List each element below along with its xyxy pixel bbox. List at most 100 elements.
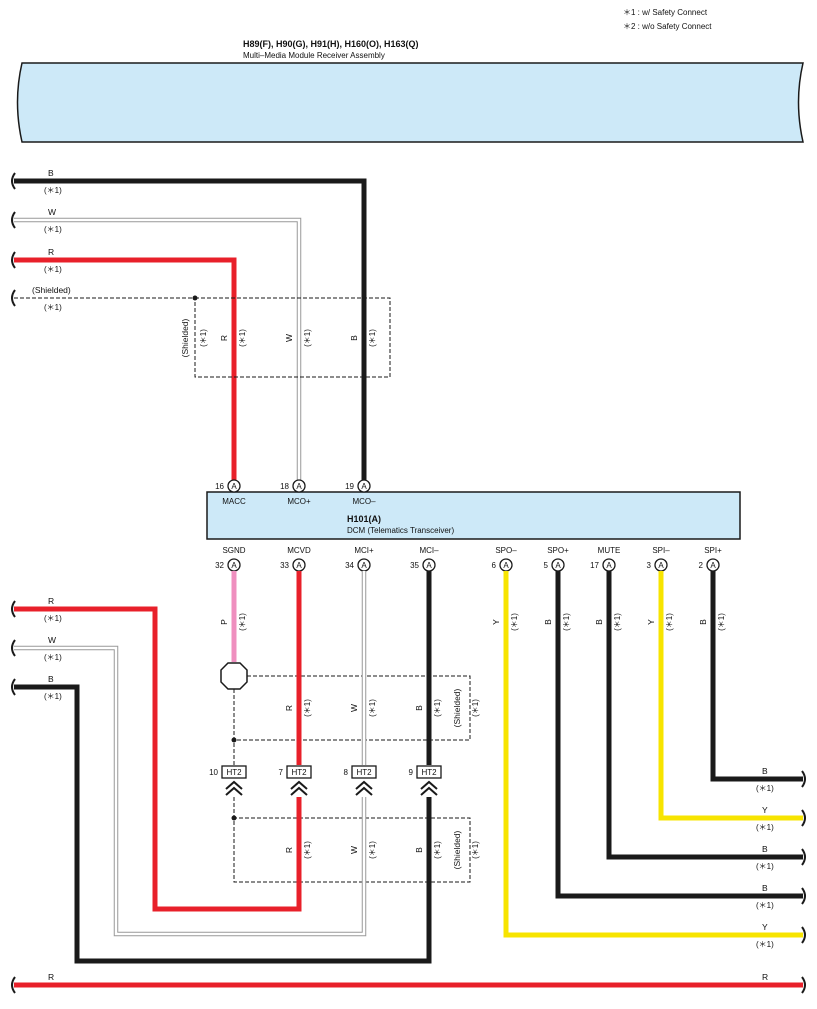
svg-text:A: A	[606, 561, 612, 570]
svg-text:19: 19	[345, 482, 354, 491]
svg-text:MCVD: MCVD	[287, 546, 311, 555]
shield-box-lower	[233, 797, 471, 883]
svg-text:35: 35	[410, 561, 419, 570]
svg-text:A: A	[361, 482, 367, 491]
shield1-label-b: B	[414, 705, 424, 711]
connector-chevron-icon	[355, 780, 373, 796]
drop-label-y1: Y	[491, 619, 501, 625]
upper-wire-note-shielded: (＊1)	[44, 303, 62, 312]
upper-wire-note-b: (＊1)	[44, 186, 62, 195]
dcm-top-pin-18: A 18 MCO+	[280, 479, 311, 506]
svg-text:SPO–: SPO–	[495, 546, 517, 555]
svg-text:MUTE: MUTE	[598, 546, 621, 555]
drop-note-b2: (＊1)	[613, 613, 622, 631]
upper-wire-note-w: (＊1)	[44, 225, 62, 234]
wire-upper-black	[14, 178, 367, 480]
svg-text:A: A	[231, 482, 237, 491]
receiver-code: H89(F), H90(G), H91(H), H160(O), H163(Q)	[243, 39, 419, 49]
svg-text:HT2: HT2	[226, 768, 242, 777]
dcm-bottom-pin-35: MCI–A35	[410, 546, 439, 572]
wire-spi-minus-yellow	[658, 571, 803, 821]
svg-text:3: 3	[647, 561, 652, 570]
vlabel-shielded-note: (＊1)	[199, 329, 208, 347]
shield-box-upper	[233, 675, 471, 765]
vlabel-b-note: (＊1)	[368, 329, 377, 347]
right-wire-note-3: (＊1)	[756, 862, 774, 871]
svg-text:A: A	[710, 561, 716, 570]
svg-text:HT2: HT2	[421, 768, 437, 777]
wire-mci-minus-black	[14, 571, 432, 964]
legend-note-1: ＊1 : w/ Safety Connect	[623, 8, 708, 17]
svg-text:9: 9	[409, 768, 414, 777]
wire-upper-shield	[14, 295, 391, 378]
ht2-connector-9: HT2 9	[409, 765, 442, 796]
lower-wire-note-b: (＊1)	[44, 692, 62, 701]
svg-text:MCO+: MCO+	[287, 497, 311, 506]
lower-wire-label-r: R	[48, 596, 54, 606]
receiver-name: Multi–Media Module Receiver Assembly	[243, 51, 385, 60]
shield2-label-w: W	[349, 846, 359, 854]
wire-upper-white	[14, 217, 302, 480]
left-break-marks-upper	[11, 172, 16, 307]
wire-upper-red	[14, 257, 237, 480]
dcm-top-pin-16: A 16 MACC	[215, 479, 246, 506]
shield1-note-shielded: (＊1)	[471, 699, 480, 717]
right-wire-note-4: (＊1)	[756, 901, 774, 910]
svg-text:17: 17	[590, 561, 599, 570]
vlabel-b: B	[349, 335, 359, 341]
svg-text:A: A	[296, 482, 302, 491]
wire-mute-black	[606, 571, 803, 860]
upper-wire-label-shielded: (Shielded)	[32, 285, 71, 295]
vlabel-shielded: (Shielded)	[180, 318, 190, 357]
drop-label-b2: B	[594, 619, 604, 625]
dcm-bottom-pin-17: MUTE A 17	[590, 546, 621, 572]
lower-wire-note-r: (＊1)	[44, 614, 62, 623]
drop-note-b1: (＊1)	[562, 613, 571, 631]
shield1-note-w: (＊1)	[368, 699, 377, 717]
svg-text:SPI–: SPI–	[652, 546, 670, 555]
ground-point-icon	[220, 662, 248, 690]
shield2-note-shielded: (＊1)	[471, 841, 480, 859]
svg-text:SPO+: SPO+	[547, 546, 569, 555]
drop-label-p: P	[219, 619, 229, 625]
shield1-note-b: (＊1)	[433, 699, 442, 717]
shield2-note-b: (＊1)	[433, 841, 442, 859]
lower-wire-label-b: B	[48, 674, 54, 684]
bottom-wire-label-right: R	[762, 972, 768, 982]
right-wire-label-1: B	[762, 766, 768, 776]
upper-wire-label-b: B	[48, 168, 54, 178]
shield2-label-r: R	[284, 847, 294, 853]
shield2-label-shielded: (Shielded)	[452, 830, 462, 869]
wire-mcvd-red	[14, 571, 302, 912]
svg-text:A: A	[296, 561, 302, 570]
connector-chevron-icon	[290, 780, 308, 796]
svg-text:A: A	[503, 561, 509, 570]
dcm-bottom-pin-2: SPI+A2	[699, 546, 722, 572]
upper-wire-note-r: (＊1)	[44, 265, 62, 274]
right-wire-label-5: Y	[762, 922, 768, 932]
receiver-assembly-box	[16, 62, 804, 143]
shield2-note-r: (＊1)	[303, 841, 312, 859]
svg-text:SGND: SGND	[222, 546, 245, 555]
svg-text:34: 34	[345, 561, 354, 570]
dcm-box	[206, 491, 741, 540]
svg-text:A: A	[231, 561, 237, 570]
right-break-marks	[801, 770, 806, 994]
vlabel-r: R	[219, 335, 229, 341]
right-wire-label-2: Y	[762, 805, 768, 815]
right-wire-note-2: (＊1)	[756, 823, 774, 832]
svg-text:A: A	[426, 561, 432, 570]
upper-wire-label-w: W	[48, 207, 56, 217]
svg-text:HT2: HT2	[356, 768, 372, 777]
svg-text:A: A	[361, 561, 367, 570]
vlabel-w: W	[284, 334, 294, 342]
dcm-bottom-pin-3: SPI–A3	[647, 546, 670, 572]
svg-text:HT2: HT2	[291, 768, 307, 777]
drop-label-b1: B	[543, 619, 553, 625]
drop-label-y2: Y	[646, 619, 656, 625]
shield1-label-shielded: (Shielded)	[452, 688, 462, 727]
